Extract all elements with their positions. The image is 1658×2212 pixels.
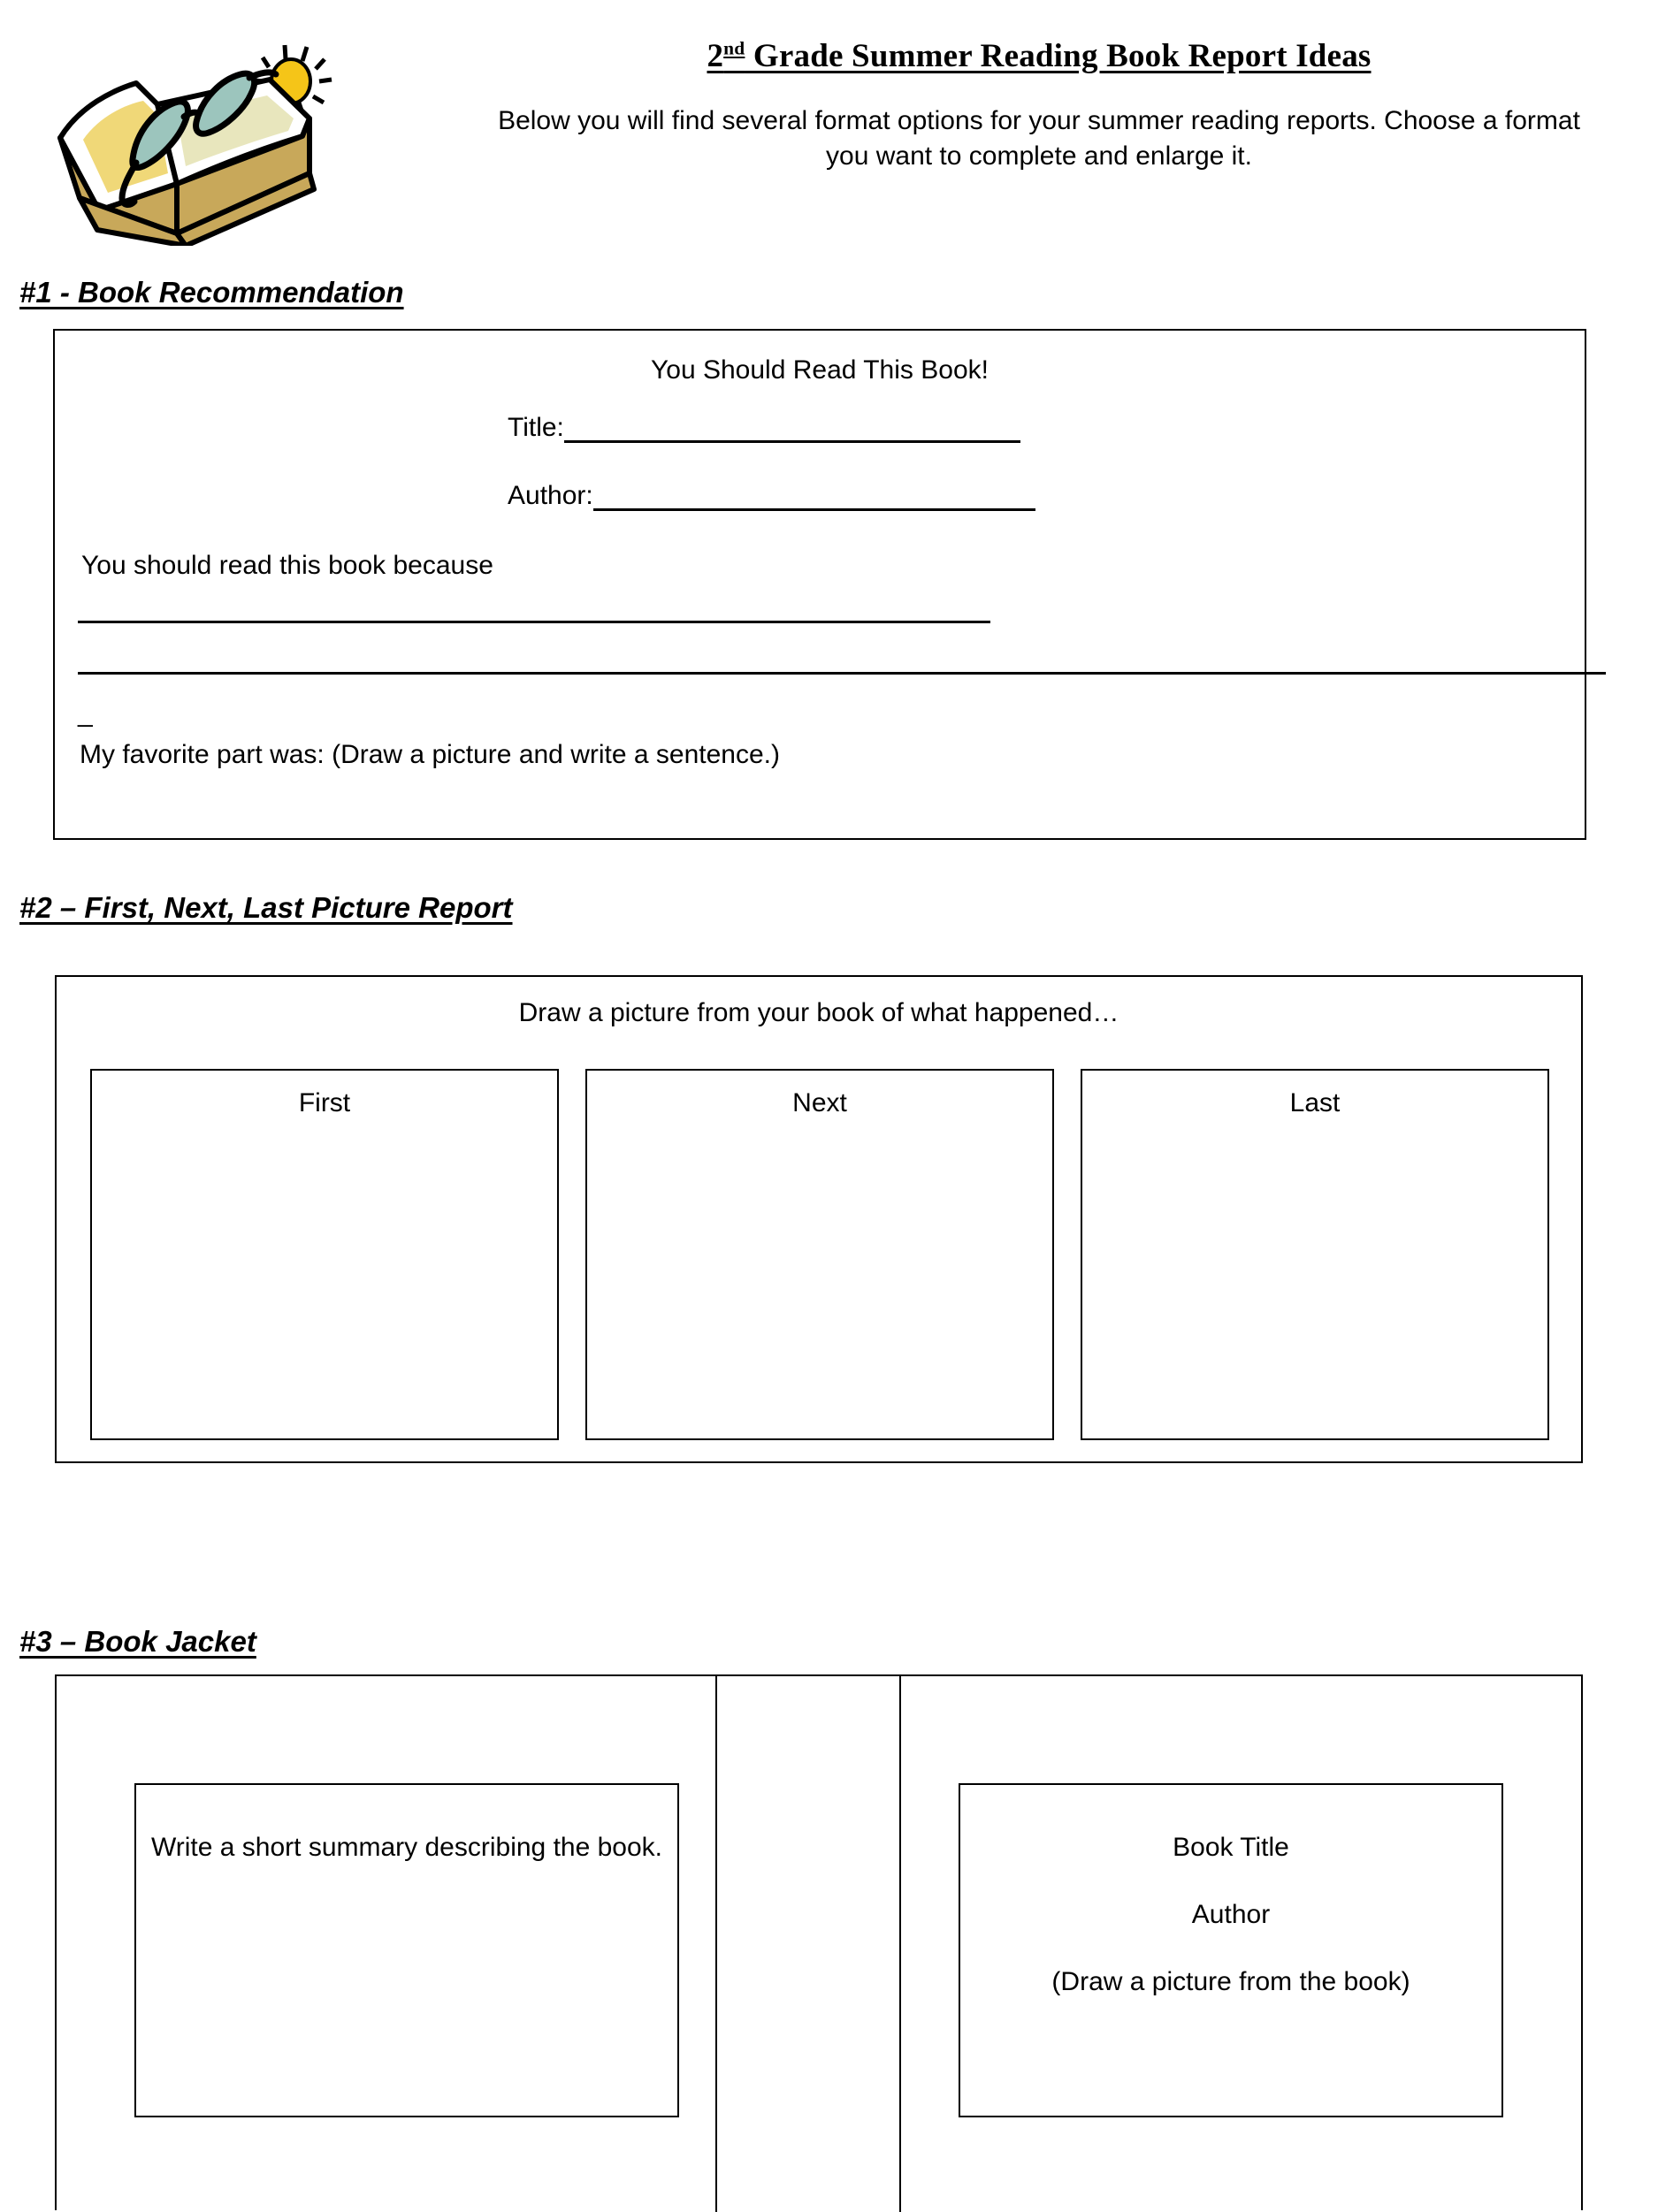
author-field-label: Author: <box>508 481 593 510</box>
jacket-summary-text: Write a short summary describing the boo… <box>150 1833 662 1862</box>
title-field-label: Title: <box>508 413 564 442</box>
because-prompt: You should read this book because <box>81 551 493 580</box>
jacket-cover-draw-prompt: (Draw a picture from the book) <box>1051 1967 1410 1996</box>
jacket-cover-panel[interactable]: Book Title Author (Draw a picture from t… <box>959 1783 1503 2117</box>
because-writing-line-1[interactable] <box>78 621 990 623</box>
title-ordinal-suffix: nd <box>723 37 745 59</box>
page-title: 2nd Grade Summer Reading Book Report Ide… <box>460 37 1618 75</box>
jacket-cover-author: Author <box>1191 1900 1271 1929</box>
picture-cell-label: Next <box>792 1088 847 1117</box>
title-field-row: Title: <box>508 413 1020 443</box>
book-recommendation-form: You Should Read This Book! Title: Author… <box>53 329 1606 840</box>
section-heading-first-next-last: #2 – First, Next, Last Picture Report <box>19 891 513 924</box>
picture-cell-last[interactable]: Last <box>1081 1069 1549 1440</box>
author-field-blank[interactable] <box>592 485 1035 511</box>
draw-picture-prompt: Draw a picture from your book of what ha… <box>518 998 1119 1027</box>
header-text-block: 2nd Grade Summer Reading Book Report Ide… <box>460 37 1618 174</box>
picture-cell-next[interactable]: Next <box>585 1069 1054 1440</box>
picture-cell-label: Last <box>1289 1088 1341 1117</box>
jacket-divider-right <box>899 1676 901 2212</box>
jacket-cover-title: Book Title <box>1173 1833 1289 1862</box>
title-grade-number: 2 <box>707 38 724 74</box>
title-field-blank[interactable] <box>563 417 1020 443</box>
open-book-with-sunglasses-and-sun-icon <box>44 25 363 248</box>
jacket-summary-panel[interactable]: Write a short summary describing the boo… <box>134 1783 679 2117</box>
section-heading-book-recommendation: #1 - Book Recommendation <box>19 276 404 309</box>
page-subtitle: Below you will find several format optio… <box>498 106 1580 172</box>
book-jacket-form: Write a short summary describing the boo… <box>55 1674 1583 2212</box>
picture-cell-first[interactable]: First <box>90 1069 559 1440</box>
because-writing-line-2[interactable] <box>78 672 1606 675</box>
jacket-divider-left <box>715 1676 717 2212</box>
title-rest: Grade Summer Reading Book Report Ideas <box>745 38 1371 74</box>
favorite-part-prompt: My favorite part was: (Draw a picture an… <box>80 740 780 769</box>
book-recommendation-form-title: You Should Read This Book! <box>651 355 989 385</box>
first-next-last-form: Draw a picture from your book of what ha… <box>55 975 1583 1463</box>
trailing-underscore: _ <box>78 698 93 728</box>
picture-cell-label: First <box>298 1088 351 1117</box>
document-header: 2nd Grade Summer Reading Book Report Ide… <box>0 0 1658 265</box>
author-field-row: Author: <box>508 481 1035 511</box>
section-heading-book-jacket: #3 – Book Jacket <box>19 1625 256 1658</box>
